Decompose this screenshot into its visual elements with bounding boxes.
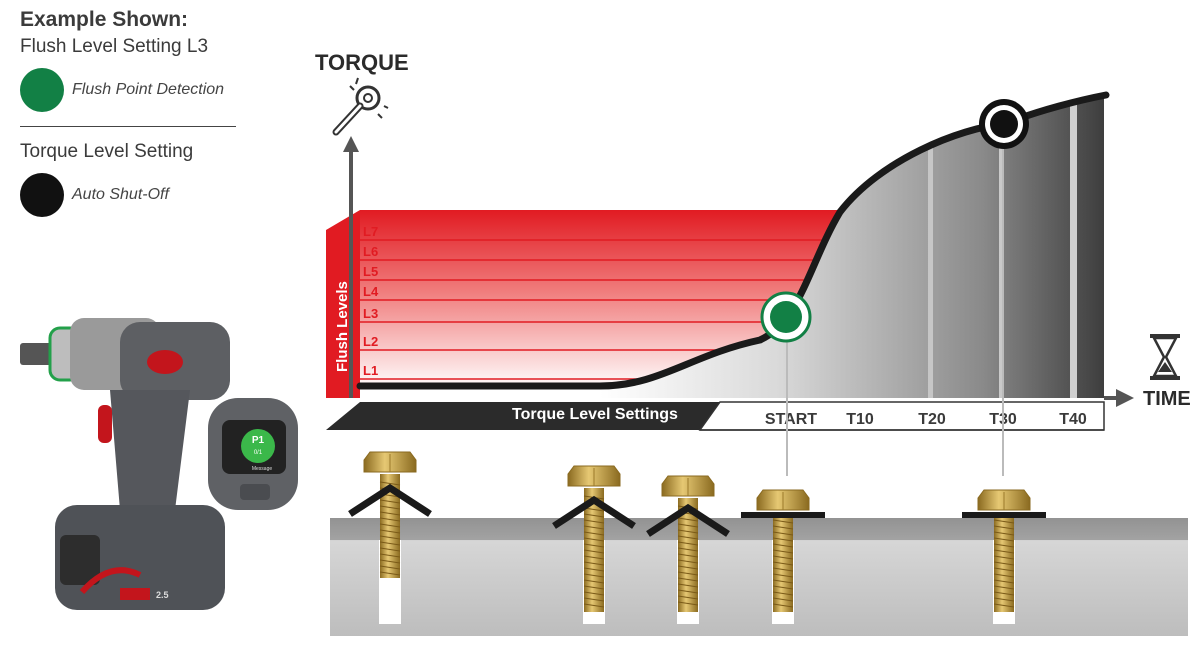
legend-flush-point: Flush Point Detection: [20, 68, 260, 112]
tool-display-image: P1 0/1 Message: [208, 398, 298, 510]
torque-level-bar-label: Torque Level Settings: [512, 406, 678, 423]
legend-heading: Example Shown:: [20, 8, 189, 31]
torque-level-bar: [326, 402, 720, 430]
flush-level-label-l6: L6: [363, 244, 378, 259]
time-axis-arrow: [1116, 389, 1134, 407]
impact-wrench-image: 2.5: [20, 318, 230, 610]
black-dot-icon: [20, 173, 64, 217]
flush-level-label-l4: L4: [363, 284, 379, 299]
legend-auto-shutoff-label: Auto Shut-Off: [72, 186, 169, 203]
time-tick-start: START: [765, 411, 817, 428]
flush-level-label-l3: L3: [363, 306, 378, 321]
flush-level-label-l5: L5: [363, 264, 378, 279]
hourglass-icon: [1150, 334, 1180, 380]
auto-shutoff-marker: [979, 99, 1029, 149]
torque-axis-title: TORQUE: [315, 50, 409, 75]
legend-flush-point-label: Flush Point Detection: [72, 81, 225, 98]
legend-torque-setting: Torque Level Setting: [20, 141, 194, 162]
time-tick-t10: T10: [846, 411, 874, 428]
legend: Example Shown: Flush Level Setting L3 Fl…: [20, 8, 260, 217]
time-tick-t40: T40: [1059, 411, 1087, 428]
legend-flush-setting: Flush Level Setting L3: [20, 36, 209, 57]
torque-axis-arrow: [343, 136, 359, 152]
green-dot-icon: [20, 68, 64, 112]
legend-auto-shutoff: Auto Shut-Off: [20, 173, 260, 217]
time-tick-bar: [698, 401, 1105, 431]
flush-level-label-l2: L2: [363, 334, 378, 349]
time-tick-t20: T20: [918, 411, 946, 428]
bolt-1: [348, 451, 432, 624]
bolt-4: [741, 489, 825, 624]
legend-divider: [20, 126, 236, 127]
flush-levels-label: Flush Levels: [334, 281, 351, 372]
bolt-3: [646, 475, 730, 624]
flush-level-label-l1: L1: [363, 363, 378, 378]
wrench-icon: [332, 77, 389, 136]
flush-point-marker: [760, 291, 812, 343]
bolt-2: [552, 465, 636, 624]
tool-value-label: 0/1: [254, 450, 263, 456]
battery-label: 2.5: [156, 590, 169, 600]
bolt-5: [962, 489, 1046, 624]
bolts: [348, 451, 1046, 624]
time-axis-title: TIME: [1143, 388, 1191, 410]
tool-program-label: P1: [252, 435, 265, 446]
tool-message-label: Message: [252, 466, 273, 472]
flush-level-label-l7: L7: [363, 224, 378, 239]
